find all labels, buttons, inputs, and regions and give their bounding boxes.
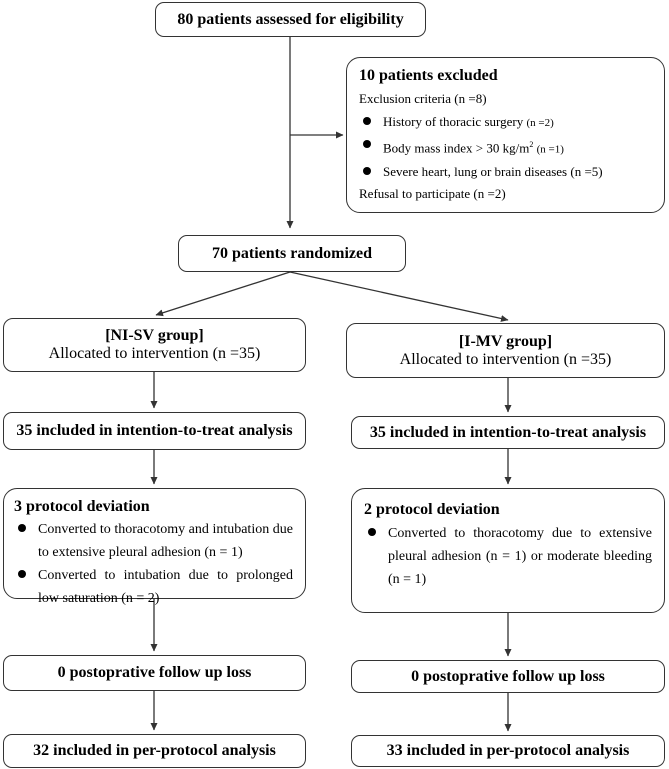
left-allocated-text: Allocated to intervention (n =35)	[48, 345, 261, 362]
bullet-icon	[368, 528, 376, 536]
bullet-icon	[363, 140, 371, 148]
deviation-item-text: Converted to intubation due to prolonged…	[38, 568, 293, 606]
exclusion-list: History of thoracic surgery (n =2) Body …	[359, 111, 654, 184]
exclusion-item-count: (n =5)	[570, 163, 603, 179]
deviation-item-text: Converted to thoracotomy and intubation …	[38, 522, 293, 560]
refusal-text: Refusal to participate (n =2)	[359, 186, 506, 202]
deviation-item: Converted to intubation due to prolonged…	[14, 564, 293, 610]
right-itt-box: 35 included in intention-to-treat analys…	[351, 416, 665, 449]
assessed-text: 80 patients assessed for eligibility	[177, 10, 404, 28]
right-itt-text: 35 included in intention-to-treat analys…	[369, 423, 647, 441]
deviation-item: Converted to thoracotomy and intubation …	[14, 518, 293, 564]
exclusion-item-text: Severe heart, lung or brain diseases	[383, 163, 568, 179]
left-followup-box: 0 postoprative follow up loss	[3, 655, 306, 691]
deviation-item-text: Converted to thoracotomy due to extensiv…	[388, 526, 652, 587]
exclusion-item: History of thoracic surgery (n =2)	[359, 111, 654, 135]
right-followup-box: 0 postoprative follow up loss	[351, 660, 665, 693]
left-itt-box: 35 included in intention-to-treat analys…	[3, 412, 306, 450]
right-allocated-text: Allocated to intervention (n =35)	[399, 350, 612, 368]
exclusion-item-superscript: 2	[529, 140, 534, 149]
exclusion-item-count: (n =2)	[526, 116, 554, 129]
left-deviation-list: Converted to thoracotomy and intubation …	[14, 518, 293, 610]
bullet-icon	[363, 116, 371, 125]
excluded-box: 10 patients excluded Exclusion criteria …	[346, 57, 665, 213]
left-followup-text: 0 postoprative follow up loss	[57, 664, 252, 681]
bullet-icon	[18, 570, 26, 578]
deviation-item: Converted to thoracotomy due to extensiv…	[364, 522, 652, 591]
bullet-icon	[18, 524, 26, 532]
left-group-box: [NI-SV group] Allocated to intervention …	[3, 318, 306, 372]
right-deviation-title: 2 protocol deviation	[364, 501, 500, 518]
right-deviation-box: 2 protocol deviation Converted to thorac…	[351, 488, 665, 613]
right-group-box: [I-MV group] Allocated to intervention (…	[346, 323, 665, 378]
randomized-text: 70 patients randomized	[212, 244, 372, 262]
right-followup-text: 0 postoprative follow up loss	[411, 667, 605, 685]
exclusion-item: Body mass index > 30 kg/m2 (n =1)	[359, 134, 654, 161]
right-pp-text: 33 included in per-protocol analysis	[386, 742, 630, 759]
exclusion-item-text: Body mass index > 30 kg/m	[383, 140, 530, 156]
left-itt-text: 35 included in intention-to-treat analys…	[16, 422, 293, 439]
right-pp-box: 33 included in per-protocol analysis	[351, 735, 665, 767]
left-deviation-title: 3 protocol deviation	[14, 498, 150, 515]
exclusion-item-count: (n =1)	[536, 143, 564, 156]
left-deviation-box: 3 protocol deviation Converted to thorac…	[3, 488, 306, 606]
exclusion-item: Severe heart, lung or brain diseases (n …	[359, 161, 654, 184]
bullet-icon	[363, 166, 371, 175]
exclusion-item-text: History of thoracic surgery	[383, 113, 524, 129]
arrow-randomized-to-right	[289, 271, 509, 322]
left-group-name: [NI-SV group]	[105, 327, 204, 344]
assessed-box: 80 patients assessed for eligibility	[155, 2, 426, 37]
exclusion-criteria-label: Exclusion criteria (n =8)	[359, 91, 487, 106]
left-pp-box: 32 included in per-protocol analysis	[3, 734, 306, 768]
right-deviation-list: Converted to thoracotomy due to extensiv…	[364, 522, 652, 591]
right-group-name: [I-MV group]	[458, 332, 553, 350]
excluded-title: 10 patients excluded	[359, 67, 498, 84]
arrow-randomized-to-left	[155, 271, 291, 317]
randomized-box: 70 patients randomized	[178, 235, 406, 272]
left-pp-text: 32 included in per-protocol analysis	[33, 742, 276, 759]
